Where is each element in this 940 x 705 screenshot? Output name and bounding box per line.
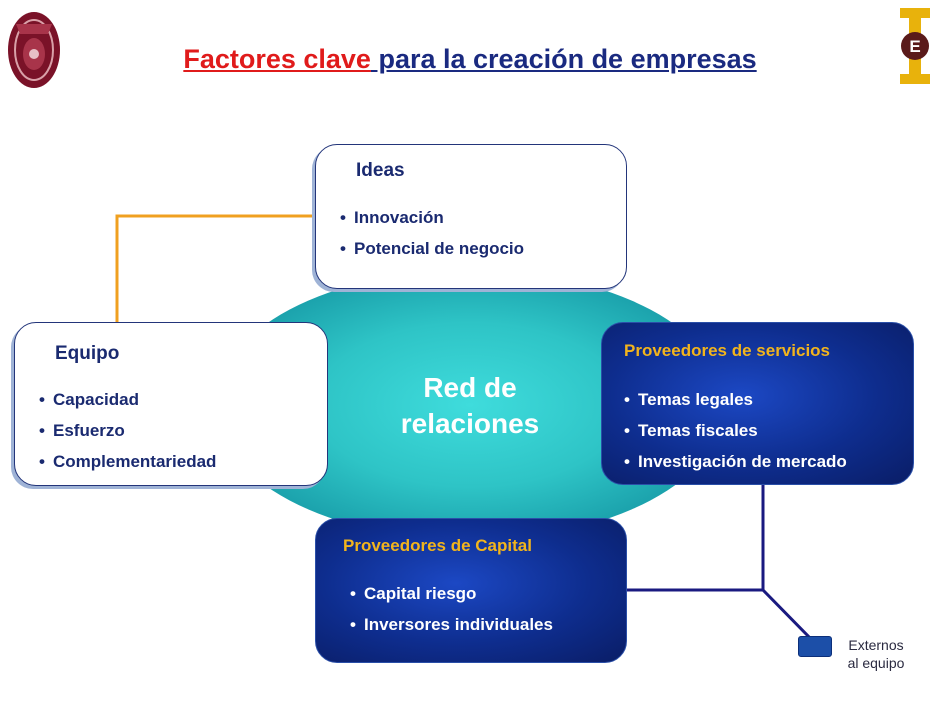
list-item: •Temas fiscales	[624, 421, 758, 440]
svg-text:E: E	[909, 37, 920, 56]
list-item: •Esfuerzo	[39, 421, 125, 440]
list-item: •Investigación de mercado	[624, 452, 847, 471]
connector-ideas-equipo	[115, 214, 315, 322]
list-item: •Capital riesgo	[350, 584, 477, 603]
legend-swatch	[798, 636, 832, 657]
capital-list: •Capital riesgo •Inversores individuales	[350, 578, 553, 640]
servicios-list: •Temas legales •Temas fiscales •Investig…	[624, 384, 847, 477]
title-rest: para la creación de empresas	[370, 44, 757, 74]
equipo-heading: Equipo	[55, 343, 120, 364]
e-emblem-logo: E	[900, 8, 930, 84]
ideas-box: Ideas •Innovación •Potencial de negocio	[315, 144, 627, 289]
legend-label: Externos al equipo	[847, 637, 905, 671]
list-item: •Potencial de negocio	[340, 239, 525, 258]
central-ellipse	[215, 270, 725, 540]
servicios-box: Proveedores de servicios •Temas legales …	[601, 322, 914, 485]
connector-legend	[761, 588, 814, 642]
ideas-list: •Innovación •Potencial de negocio	[340, 202, 524, 264]
capital-heading: Proveedores de Capital	[343, 536, 532, 555]
ideas-heading: Ideas	[356, 160, 405, 181]
list-item: •Inversores individuales	[350, 615, 553, 634]
servicios-heading: Proveedores de servicios	[624, 341, 831, 360]
list-item: •Temas legales	[624, 390, 753, 409]
list-item: •Capacidad	[39, 390, 139, 409]
list-item: •Complementariedad	[39, 452, 217, 471]
capital-box: Proveedores de Capital •Capital riesgo •…	[315, 518, 627, 663]
page-title: Factores clave para la creación de empre…	[0, 44, 940, 75]
list-item: •Innovación	[340, 208, 444, 227]
equipo-list: •Capacidad •Esfuerzo •Complementariedad	[39, 384, 216, 477]
equipo-box: Equipo •Capacidad •Esfuerzo •Complementa…	[14, 322, 328, 486]
ipn-logo	[8, 12, 60, 88]
center-label: Red de relaciones	[400, 372, 540, 439]
title-highlight: Factores clave	[183, 44, 371, 74]
